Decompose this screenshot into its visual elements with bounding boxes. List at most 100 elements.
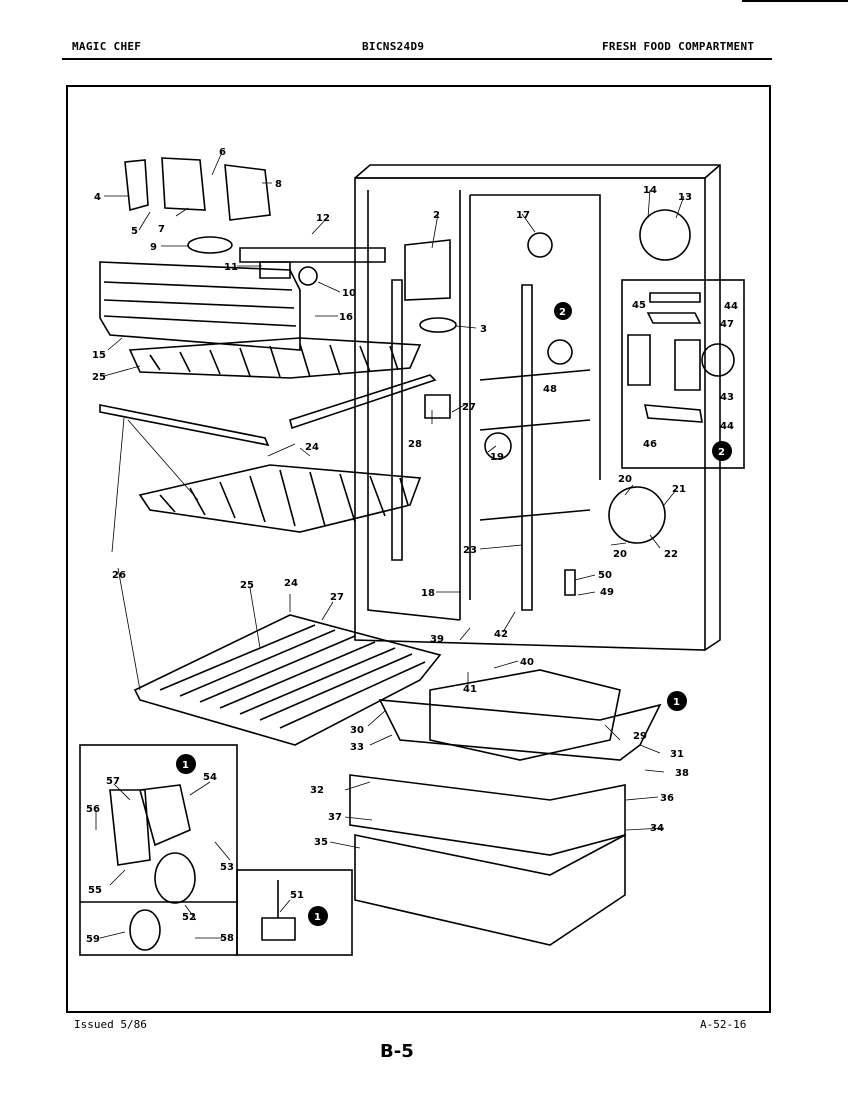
label-35: 35 [314,837,328,848]
damper-knob [419,317,457,333]
light-shield [239,247,386,263]
label-26: 26 [112,570,126,581]
cam-19 [484,432,512,460]
label-57: 57 [106,776,120,787]
header-section: FRESH FOOD COMPARTMENT [602,40,755,53]
part-28 [424,394,451,419]
label-15: 15 [92,350,106,361]
label-25b: 25 [240,580,254,591]
light-socket [259,261,318,286]
callout-1-inset: 1 [176,754,196,774]
wire-shelf-bottom [133,614,442,746]
label-8: 8 [275,179,282,190]
callout-group: 2 2 1 1 1 [176,302,732,926]
part-17 [527,232,553,258]
header-brand: MAGIC CHEF [72,40,142,53]
label-49: 49 [600,587,614,598]
label-17: 17 [516,210,530,221]
label-53: 53 [220,862,234,873]
label-47: 47 [720,319,734,330]
label-12: 12 [316,213,330,224]
wire-shelf-middle [138,464,422,533]
header-model: BICNS24D9 [362,40,425,53]
part-50 [564,569,576,596]
svg-text:2: 2 [718,447,725,458]
svg-text:1: 1 [314,912,321,923]
shelf-ladder-right [521,284,533,611]
detail-circle-21 [608,486,666,544]
label-59: 59 [86,934,100,945]
label-4: 4 [94,192,101,203]
label-55: 55 [88,885,102,896]
callout-1-crisper: 1 [667,691,687,711]
label-16: 16 [339,312,353,323]
page-number: B-5 [380,1041,414,1062]
label-58: 58 [220,933,234,944]
label-29: 29 [633,731,647,742]
label-30: 30 [350,725,364,736]
svg-text:1: 1 [673,697,680,708]
label-6: 6 [219,147,226,158]
label-52: 52 [182,912,196,923]
shelf-ladder-left [391,279,403,561]
label-20a: 20 [618,474,632,485]
diagram-frame [66,85,771,1013]
label-24a: 24 [305,442,319,453]
label-21: 21 [672,484,686,495]
label-22: 22 [664,549,678,560]
label-39: 39 [430,634,444,645]
svg-text:1: 1 [182,760,189,771]
label-46: 46 [643,439,657,450]
control-housing [124,157,451,301]
label-9: 9 [150,242,157,253]
top-edge-rule [742,0,848,2]
inset-box-1-leveler [236,869,353,956]
label-36: 36 [660,793,674,804]
label-50: 50 [598,570,612,581]
label-38: 38 [675,768,689,779]
label-5: 5 [131,226,138,237]
label-19: 19 [490,452,504,463]
footer-issued: Issued 5/86 [74,1018,147,1031]
label-44a: 44 [724,301,738,312]
label-45: 45 [632,300,646,311]
label-2: 2 [433,210,440,221]
label-40: 40 [520,657,534,668]
callout-2-inset: 2 [712,441,732,461]
label-54: 54 [203,772,217,783]
meat-keeper-drawer [99,261,301,351]
label-56: 56 [86,804,100,815]
label-31: 31 [670,749,684,760]
label-32: 32 [310,785,324,796]
label-11: 11 [224,262,238,273]
header-rule [62,58,772,60]
light-bulb-48 [547,339,573,365]
crisper-drawer-bottom [354,833,626,946]
label-42: 42 [494,629,508,640]
label-37: 37 [328,812,342,823]
label-44b: 44 [720,421,734,432]
callout-1-leveler: 1 [308,906,328,926]
label-24b: 24 [284,578,298,589]
inset-box-1-hinge [79,744,238,956]
inset-box-2 [621,279,745,469]
cabinet-liner [354,164,721,651]
label-3: 3 [480,324,487,335]
label-27b: 27 [330,592,344,603]
label-7: 7 [158,224,165,235]
shelf-rails [99,374,437,447]
label-10: 10 [342,288,356,299]
footer-ref: A-52-16 [700,1018,747,1031]
label-25a: 25 [92,372,106,383]
leader-lines [95,151,685,939]
label-14: 14 [643,185,657,196]
label-28: 28 [408,439,422,450]
crisper-pan-upper [378,669,662,761]
label-13: 13 [678,192,692,203]
label-51: 51 [290,890,304,901]
svg-text:2: 2 [559,307,566,318]
label-34: 34 [650,823,664,834]
wire-shelf-top [128,337,422,379]
callout-2-top: 2 [554,302,572,320]
